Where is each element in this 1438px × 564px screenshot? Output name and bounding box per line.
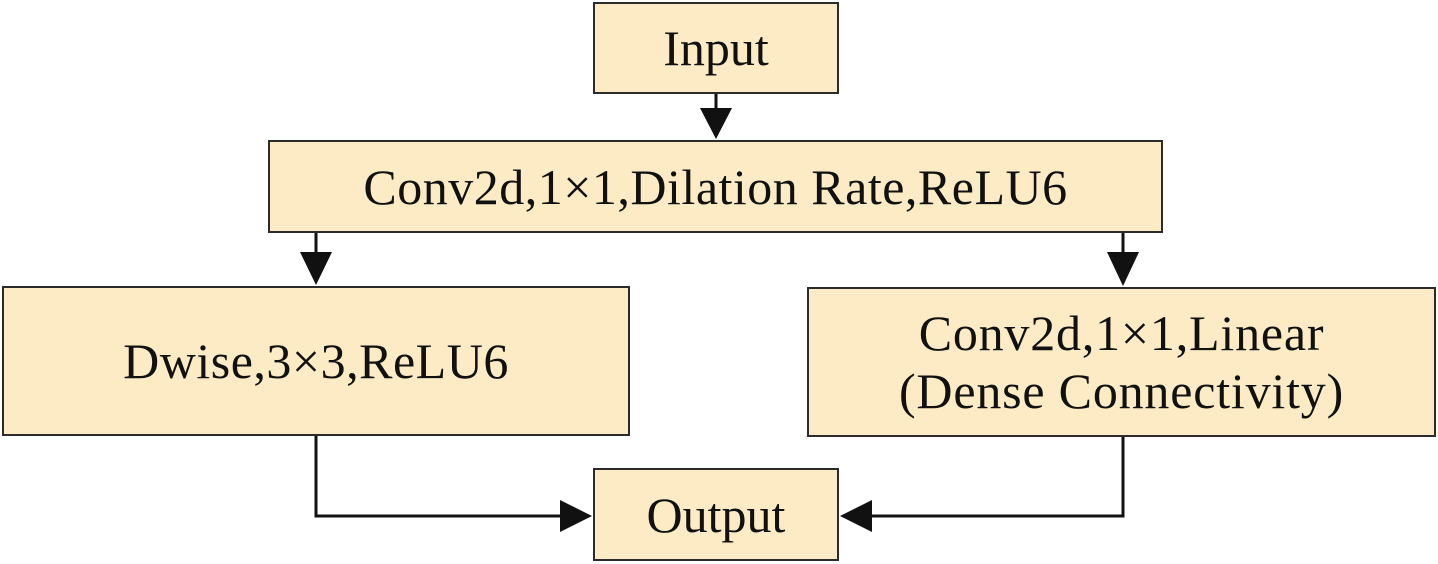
conv-linear-node: Conv2d,1×1,Linear (Dense Connectivity) [807, 287, 1436, 437]
conv-linear-text: Conv2d,1×1,Linear (Dense Connectivity) [899, 304, 1344, 420]
input-node: Input [593, 2, 839, 94]
output-label: Output [646, 486, 786, 543]
dwise-node: Dwise,3×3,ReLU6 [2, 286, 630, 436]
edge-dwise-to-output-line [314, 436, 562, 518]
arrowhead-linear-to-output [840, 500, 872, 532]
arrowhead-dwise-to-output [560, 500, 592, 532]
arrowhead-conv-to-linear [1107, 252, 1139, 286]
conv-linear-label-line1: Conv2d,1×1,Linear [918, 305, 1325, 361]
dwise-label: Dwise,3×3,ReLU6 [123, 333, 509, 389]
edge-linear-to-output-line [870, 437, 1125, 518]
conv-linear-label-line2: (Dense Connectivity) [898, 363, 1345, 419]
arrowhead-input-to-conv [700, 108, 732, 139]
output-node: Output [593, 468, 839, 561]
conv-dilation-node: Conv2d,1×1,Dilation Rate,ReLU6 [268, 140, 1163, 233]
conv-dilation-label: Conv2d,1×1,Dilation Rate,ReLU6 [363, 158, 1068, 215]
input-label: Input [663, 20, 769, 76]
arrowhead-conv-to-dwise [300, 252, 332, 285]
